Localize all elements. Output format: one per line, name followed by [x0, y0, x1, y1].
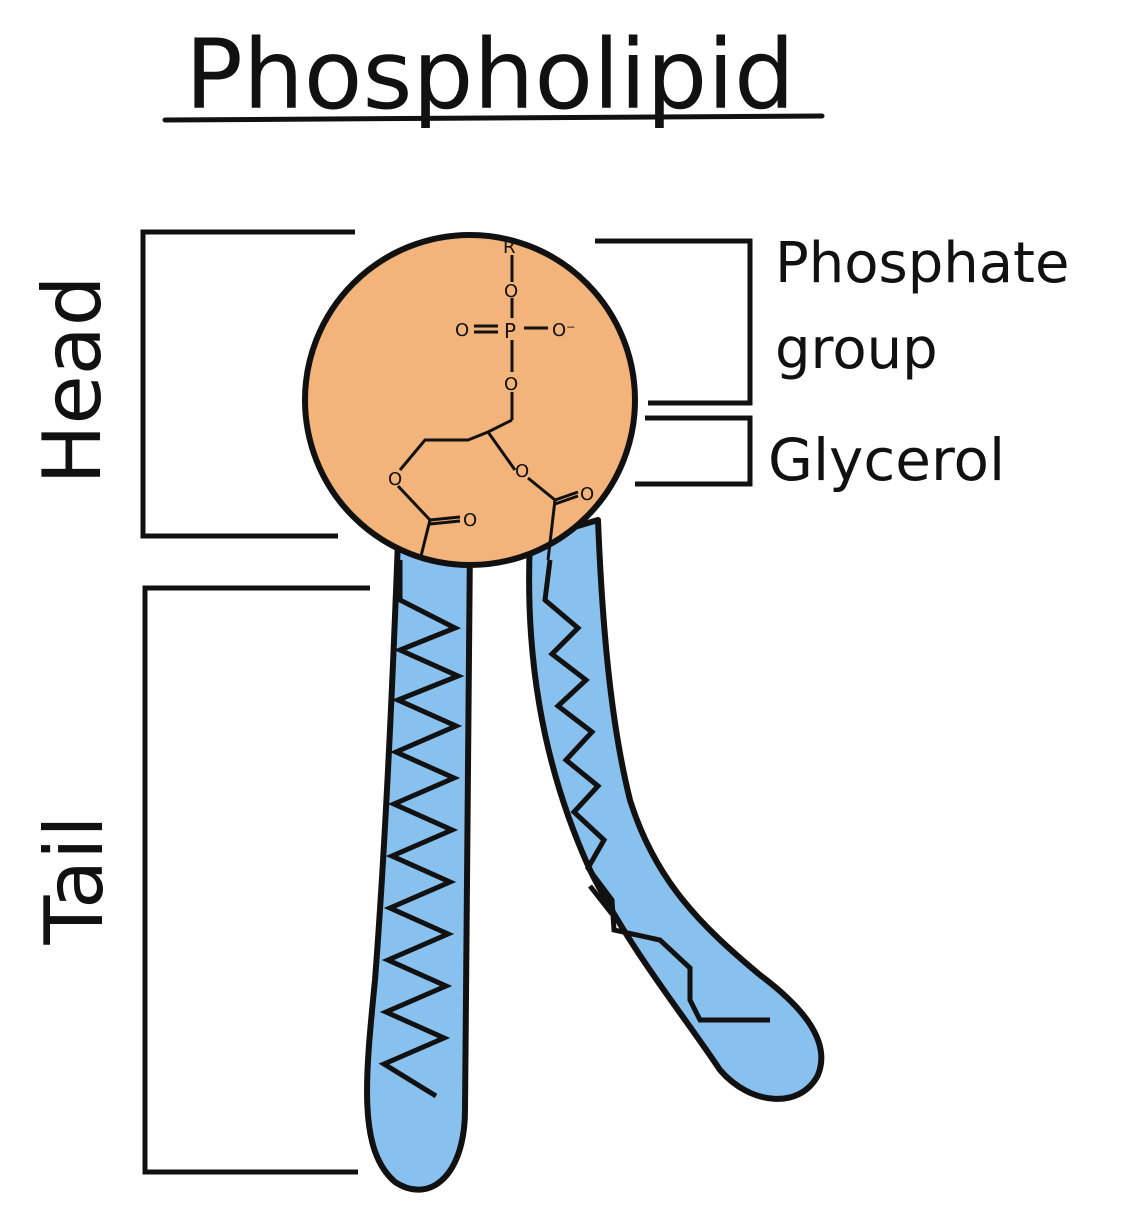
tail-bracket	[142, 585, 370, 1175]
charged-oxygen-atom: O⁻	[552, 320, 576, 341]
oxygen-atom-lower: O	[504, 374, 518, 395]
double-bond-oxygen-atom: O	[455, 320, 469, 341]
head-circle	[302, 232, 638, 568]
right-tail-double-bond	[588, 884, 614, 916]
oxygen-atom-left-ester: O	[388, 469, 402, 490]
phosphate-bracket	[595, 238, 753, 406]
left-tail	[364, 537, 473, 1193]
phosphate-label-line1: Phosphate	[775, 231, 1069, 296]
phosphate-label-line2: group	[775, 317, 938, 382]
phosphorus-atom: P	[504, 319, 516, 343]
left-tail-chain	[378, 560, 465, 1099]
diagram-title: Phospholipid	[185, 19, 795, 131]
head-bracket	[140, 229, 355, 539]
oxygen-atom-left-carbonyl: O	[463, 510, 477, 531]
oxygen-atom-right-ester: O	[515, 461, 529, 482]
oxygen-atom-right-carbonyl: O	[580, 484, 594, 505]
head-label: Head	[26, 275, 119, 484]
oxygen-atom-top: O	[504, 281, 518, 302]
glycerol-bracket	[635, 415, 753, 487]
title-underline	[162, 113, 825, 123]
head-structure	[396, 255, 579, 561]
glycerol-label: Glycerol	[768, 426, 1005, 494]
right-tail-chain	[542, 559, 770, 1023]
tail-label: Tail	[28, 815, 121, 945]
r-group-atom: R	[503, 237, 516, 258]
right-tail	[526, 517, 825, 1102]
